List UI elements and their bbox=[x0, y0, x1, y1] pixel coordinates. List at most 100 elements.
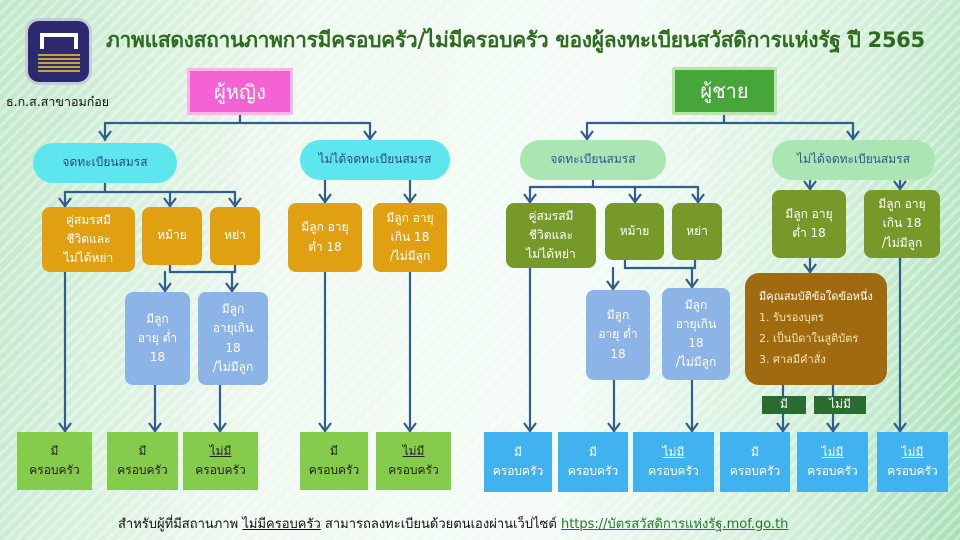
arrow-head-icon bbox=[826, 422, 840, 433]
female-registered: จดทะเบียนสมรส bbox=[33, 143, 177, 183]
text: ครอบครัว bbox=[117, 463, 168, 477]
male-divorced: หย่า bbox=[672, 203, 722, 260]
text: 18 bbox=[149, 350, 166, 365]
female-divorced: หย่า bbox=[210, 207, 260, 265]
branch-name: ธ.ก.ส.สาขาอมก๋อย bbox=[6, 94, 110, 109]
arrow-head-icon bbox=[523, 422, 537, 433]
footer-text: สามารถลงทะเบียนด้วยตนเองผ่านเว็ปไซต์ bbox=[320, 517, 561, 532]
qualify-no-label: ไม่มี bbox=[814, 396, 866, 414]
result-no-family: ไม่มีครอบครัว bbox=[877, 432, 948, 492]
text: ไม่ได้หย่า bbox=[63, 251, 114, 266]
arrow-head-icon bbox=[606, 280, 620, 291]
result-no-family: ไม่มีครอบครัว bbox=[797, 432, 868, 492]
male-blue-under: มีลูกอายุ ต่ำ 18 bbox=[586, 290, 650, 380]
male-child-under: มีลูก อายุต่ำ 18 bbox=[772, 190, 846, 258]
arrow-head-icon bbox=[403, 422, 417, 433]
arrow-head-icon bbox=[318, 193, 332, 204]
text: มี bbox=[50, 443, 59, 458]
text: 18 bbox=[688, 336, 704, 350]
text: 18 bbox=[225, 340, 241, 355]
registration-link[interactable]: https://บัตรสวัสดิการแห่งรัฐ.mof.go.th bbox=[560, 517, 789, 532]
arrow-head-icon bbox=[228, 197, 242, 208]
text: ไม่มี bbox=[209, 443, 232, 458]
arrow-head-icon bbox=[523, 193, 537, 204]
text: ครอบครัว bbox=[807, 464, 858, 478]
footer-note: สำหรับผู้ที่มีสถานภาพ ไม่มีครอบครัว สามา… bbox=[118, 513, 788, 534]
text: ครอบครัว bbox=[388, 463, 439, 477]
text: มีลูก อายุ bbox=[878, 197, 926, 212]
text: ไม่มี bbox=[821, 444, 844, 459]
text: คู่สมรสมี bbox=[528, 208, 574, 223]
arrow-head-icon bbox=[98, 130, 112, 141]
arrow-head-icon bbox=[363, 130, 377, 141]
male-widowed: หม้าย bbox=[605, 203, 664, 260]
result-has-family: มีครอบครัว bbox=[720, 432, 790, 492]
qualify-heading: มีคุณสมบัติข้อใดข้อหนึ่ง bbox=[759, 290, 873, 304]
male-child-over: มีลูก อายุเกิน 18/ไม่มีลูก bbox=[864, 190, 940, 258]
text: ครอบครัว bbox=[308, 463, 360, 477]
text: ครอบครัว bbox=[492, 464, 544, 478]
arrow-head-icon bbox=[213, 422, 227, 433]
female-unregistered: ไม่ได้จดทะเบียนสมรส bbox=[300, 140, 450, 180]
text: มีลูก อายุ bbox=[386, 210, 434, 225]
female-child-over: มีลูก อายุเกิน 18/ไม่มีลูก bbox=[373, 203, 447, 272]
arrow-head-icon bbox=[893, 422, 907, 433]
text: มีลูก bbox=[221, 302, 245, 317]
arrow-head-icon bbox=[58, 197, 72, 208]
text: ครอบครัว bbox=[195, 463, 246, 477]
qualify-item: 1. รับรองบุตร bbox=[759, 311, 824, 325]
text: /ไม่มีลูก bbox=[389, 249, 431, 264]
text: อายุ ต่ำ bbox=[598, 327, 638, 342]
text: ครอบครัว bbox=[567, 464, 619, 478]
result-no-family: ไม่มีครอบครัว bbox=[633, 432, 714, 492]
male-header: ผู้ชาย bbox=[672, 67, 777, 115]
arrow-head-icon bbox=[163, 197, 177, 208]
male-spouse: คู่สมรสมีชีวิตและไม่ได้หย่า bbox=[506, 203, 596, 268]
text: มีลูก bbox=[684, 297, 708, 312]
arrow-head-icon bbox=[607, 422, 621, 433]
result-has-family: มีครอบครัว bbox=[107, 432, 178, 490]
text: ครอบครัว bbox=[648, 464, 699, 478]
text: อายุเกิน bbox=[212, 321, 254, 336]
qualify-yes-label: มี bbox=[762, 396, 806, 414]
text: /ไม่มีลูก bbox=[675, 355, 717, 370]
text: ต่ำ 18 bbox=[792, 226, 826, 240]
arrow-head-icon bbox=[803, 263, 817, 274]
text: ครอบครัว bbox=[29, 463, 80, 477]
arrow-head-icon bbox=[846, 130, 860, 141]
text: ไม่ได้หย่า bbox=[526, 247, 576, 262]
arrow-head-icon bbox=[628, 193, 642, 204]
result-has-family: มีครอบครัว bbox=[558, 432, 628, 492]
text: มีลูก bbox=[606, 308, 630, 323]
result-has-family: มีครอบครัว bbox=[300, 432, 368, 490]
arrow-head-icon bbox=[58, 422, 72, 433]
arrow-head-icon bbox=[580, 130, 594, 141]
text: ครอบครัว bbox=[887, 464, 938, 478]
footer-emphasis: ไม่มีครอบครัว bbox=[242, 517, 321, 532]
page-title: ภาพแสดงสถานภาพการมีครอบครัว/ไม่มีครอบครั… bbox=[106, 28, 925, 52]
text: มีลูก อายุ bbox=[785, 206, 833, 221]
female-widowed: หม้าย bbox=[142, 207, 202, 265]
female-header: ผู้หญิง bbox=[187, 68, 293, 115]
text: คู่สมรสมี bbox=[66, 212, 111, 227]
text: มี bbox=[589, 444, 597, 459]
text: อายุ ต่ำ bbox=[137, 330, 178, 345]
female-spouse: คู่สมรสมีชีวิตและไม่ได้หย่า bbox=[42, 207, 135, 272]
text: มี bbox=[138, 443, 147, 458]
arrow-head-icon bbox=[685, 422, 699, 433]
footer-text: สำหรับผู้ที่มีสถานภาพ bbox=[118, 517, 243, 532]
text: ครอบครัว bbox=[729, 464, 781, 478]
text: มี bbox=[751, 444, 759, 459]
text: ไม่มี bbox=[901, 444, 924, 459]
arrow-head-icon bbox=[776, 422, 790, 433]
text: 18 bbox=[610, 346, 626, 361]
result-no-family: ไม่มีครอบครัว bbox=[183, 432, 258, 490]
text: ต่ำ 18 bbox=[308, 239, 342, 254]
logo bbox=[25, 18, 92, 85]
text: มีลูก bbox=[146, 311, 169, 326]
text: มี bbox=[330, 443, 338, 458]
arrow-head-icon bbox=[803, 180, 817, 191]
male-registered: จดทะเบียนสมรส bbox=[520, 140, 666, 180]
